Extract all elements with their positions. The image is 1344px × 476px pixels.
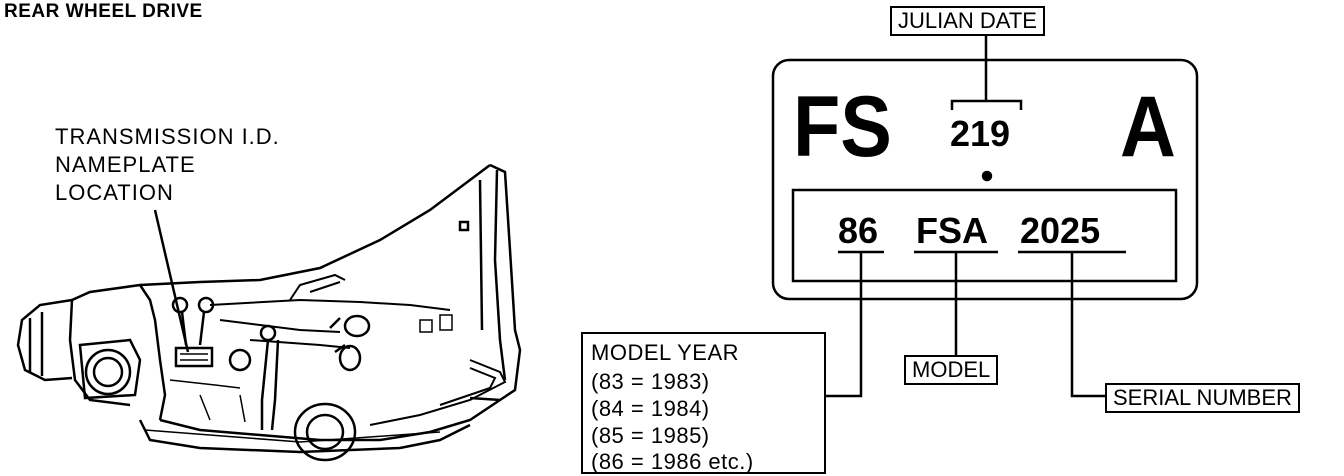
nameplate-inner-panel — [791, 188, 1178, 283]
model-year-line-1: (83 = 1983) — [591, 369, 710, 394]
model-callout: MODEL — [904, 355, 999, 385]
nameplate-prefix: FS — [793, 79, 892, 175]
model-year-line-2: (84 = 1984) — [591, 396, 710, 421]
model-value: FSA — [916, 210, 988, 251]
model-year-value: 86 — [838, 210, 879, 251]
model-year-heading: MODEL YEAR — [591, 340, 740, 365]
model-year-line-3: (85 = 1985) — [591, 423, 710, 448]
serial-number-callout: SERIAL NUMBER — [1105, 383, 1300, 413]
model-year-line-4: (86 = 1986 etc.) — [591, 449, 754, 474]
julian-date-callout: JULIAN DATE — [890, 6, 1045, 36]
location-label-line-1: TRANSMISSION I.D. — [55, 124, 280, 149]
model-year-legend: MODEL YEAR (83 = 1983) (84 = 1984) (85 =… — [581, 332, 826, 474]
location-label-line-3: LOCATION — [55, 180, 174, 205]
serial-value: 2025 — [1020, 210, 1101, 251]
location-label-line-2: NAMEPLATE — [55, 152, 196, 177]
nameplate-suffix: A — [1120, 79, 1176, 175]
julian-date-value: 219 — [950, 113, 1011, 154]
page-title: REAR WHEEL DRIVE — [4, 1, 203, 22]
